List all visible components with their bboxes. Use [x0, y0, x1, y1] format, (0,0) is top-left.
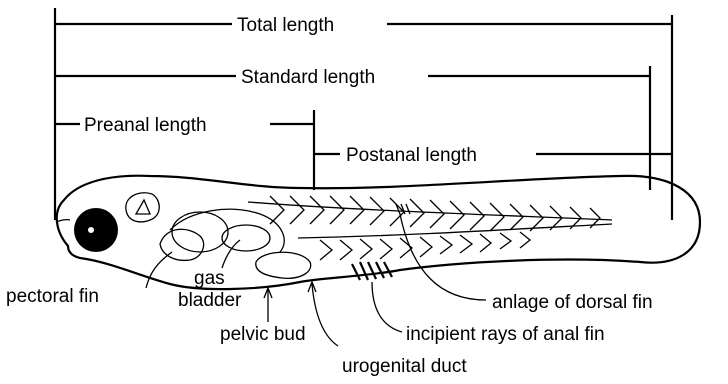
- pelvic-bud-label: pelvic bud: [220, 324, 306, 345]
- incipient-rays-anal-fin-label: incipient rays of anal fin: [406, 324, 605, 345]
- eye: [74, 208, 118, 252]
- urogenital-duct-label: urogenital duct: [342, 356, 467, 377]
- postanal-length-label: Postanal length: [346, 145, 477, 166]
- body-outline: [57, 176, 700, 289]
- pectoral-fin-label: pectoral fin: [6, 286, 99, 307]
- otolith: [136, 200, 150, 214]
- gas-bladder-label-2: bladder: [178, 290, 242, 311]
- mouth-line: [56, 220, 70, 222]
- otic-capsule: [126, 193, 159, 222]
- gas-bladder-shape: [222, 225, 270, 251]
- standard-length-label: Standard length: [241, 67, 375, 88]
- liver-outline: [172, 212, 228, 252]
- anal-fin-leader: [372, 282, 402, 332]
- intestine-loop: [256, 252, 311, 278]
- anlage-dorsal-fin-label: anlage of dorsal fin: [492, 292, 653, 313]
- labels: Total length Standard length Preanal len…: [6, 15, 653, 377]
- notochord-lower: [298, 224, 612, 238]
- gas-bladder-label-1: gas: [194, 268, 225, 289]
- urogenital-duct-leader: [312, 284, 338, 346]
- eye-highlight: [88, 227, 94, 233]
- preanal-length-label: Preanal length: [84, 115, 207, 136]
- total-length-label: Total length: [237, 15, 334, 36]
- anal-fin-rays: [352, 262, 392, 280]
- myomeres: [270, 196, 600, 260]
